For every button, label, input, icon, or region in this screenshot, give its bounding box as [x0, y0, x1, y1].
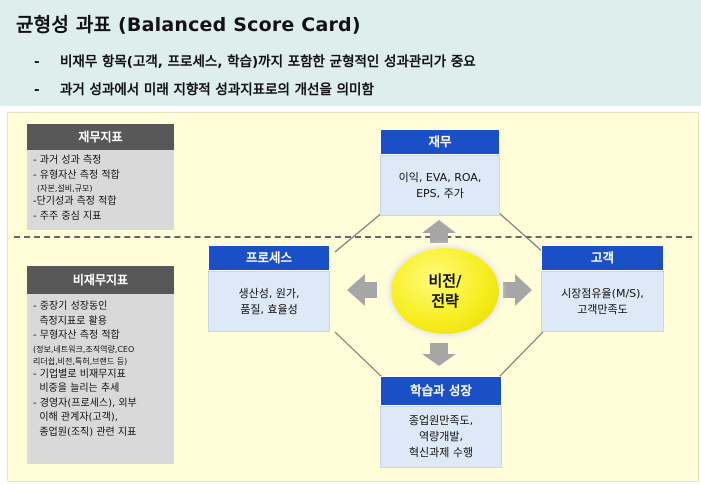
financial-indicators-list: - 과거 성과 측정 - 유형자산 측정 적합 (자본,설비,규모) -단기성과… — [33, 154, 120, 224]
connector-process-learning — [334, 331, 384, 379]
arrow-down-icon — [422, 343, 456, 366]
perspective-process-title: 프로세스 — [208, 245, 330, 271]
header-banner: 균형성 과표 (Balanced Score Card) - 비재무 항목(고객,… — [0, 0, 701, 106]
nonfinancial-indicators-list: - 중장기 성장동인 측정지표로 활용 - 무형자산 측정 적합 (정보,네트워… — [33, 300, 137, 440]
perspective-customer-body: 시장점유율(M/S), 고객만족도 — [541, 271, 664, 332]
perspective-learning-body: 종업원만족도, 역량개발, 혁신과제 수행 — [380, 406, 502, 468]
perspective-learning-line: 종업원만족도, — [408, 414, 474, 427]
list-item: - 과거 성과 측정 — [33, 155, 102, 166]
nonfinancial-indicators-box: 비재무지표 - 중장기 성장동인 측정지표로 활용 - 무형자산 측정 적합 (… — [27, 266, 174, 464]
list-item: (자본,설비,규모) — [37, 184, 93, 193]
arrow-right-icon — [503, 274, 532, 306]
list-item: - 기업별로 비재무지표 — [33, 368, 126, 380]
perspective-customer-title: 고객 — [541, 245, 664, 271]
list-item: 이해 관계자(고객), — [33, 412, 118, 423]
list-item: - 주주 중심 지표 — [33, 210, 102, 222]
connector-finance-process — [334, 211, 384, 253]
connector-customer-learning — [497, 331, 544, 379]
arrow-up-icon — [422, 220, 456, 243]
perspective-customer: 고객 시장점유율(M/S), 고객만족도 — [541, 245, 664, 332]
page-title: 균형성 과표 (Balanced Score Card) — [16, 14, 361, 36]
perspective-finance: 재무 이익, EVA, ROA, EPS, 주가 — [380, 129, 500, 216]
perspective-finance-title: 재무 — [380, 129, 500, 155]
vision-label: 비전/ — [428, 272, 462, 290]
list-item: - 유형자산 측정 적합 — [33, 169, 120, 181]
financial-indicators-title: 재무지표 — [27, 124, 174, 150]
bullet-marker: - — [34, 82, 40, 98]
list-item: 측정지표로 활용 — [33, 315, 107, 327]
perspective-process-line: 품질, 효율성 — [240, 302, 298, 316]
perspective-customer-line: 고객만족도 — [577, 302, 628, 316]
list-item: - 경영자(프로세스), 외부 — [33, 397, 137, 409]
connector-finance-customer — [497, 211, 544, 253]
financial-indicators-box: 재무지표 - 과거 성과 측정 - 유형자산 측정 적합 (자본,설비,규모) … — [27, 124, 174, 230]
perspective-process-line: 생산성, 원가, — [238, 286, 300, 300]
list-item: 리더쉽,비전,특허,브랜드 등) — [33, 356, 128, 366]
bullet-text: 비재무 항목(고객, 프로세스, 학습)까지 포함한 균형적인 성과관리가 중요 — [60, 54, 476, 70]
list-item: -단기성과 측정 적합 — [33, 196, 117, 207]
bullet-text: 과거 성과에서 미래 지향적 성과지표로의 개선을 의미함 — [60, 82, 374, 98]
perspective-finance-body: 이익, EVA, ROA, EPS, 주가 — [380, 155, 500, 216]
arrow-left-icon — [347, 274, 377, 306]
strategy-label: 전략 — [431, 292, 459, 310]
perspective-learning-line: 혁신과제 수행 — [408, 446, 474, 459]
header-bullet-1: - 비재무 항목(고객, 프로세스, 학습)까지 포함한 균형적인 성과관리가 중… — [34, 50, 476, 70]
perspective-finance-line: EPS, 주가 — [416, 186, 464, 200]
perspective-process: 프로세스 생산성, 원가, 품질, 효율성 — [208, 245, 330, 332]
list-item: - 중장기 성장동인 — [33, 301, 108, 312]
perspective-learning-title: 학습과 성장 — [380, 376, 502, 406]
vision-strategy-ellipse: 비전/ 전략 — [391, 248, 499, 334]
perspective-learning-line: 역량개발, — [419, 430, 463, 443]
list-item: 비중을 늘리는 추세 — [33, 383, 120, 394]
list-item: 종업원(조직) 관련 지표 — [33, 426, 137, 438]
perspective-finance-line: 이익, EVA, ROA, — [398, 170, 482, 184]
perspective-process-body: 생산성, 원가, 품질, 효율성 — [208, 271, 330, 332]
list-item: (정보,네트워크,조직역량,CEO — [33, 344, 135, 354]
list-item: - 무형자산 측정 적합 — [33, 330, 120, 341]
nonfinancial-indicators-title: 비재무지표 — [27, 266, 174, 294]
perspective-customer-line: 시장점유율(M/S), — [561, 286, 644, 300]
bullet-marker: - — [34, 54, 40, 70]
perspective-learning: 학습과 성장 종업원만족도, 역량개발, 혁신과제 수행 — [380, 376, 502, 468]
header-bullet-2: - 과거 성과에서 미래 지향적 성과지표로의 개선을 의미함 — [34, 78, 374, 98]
